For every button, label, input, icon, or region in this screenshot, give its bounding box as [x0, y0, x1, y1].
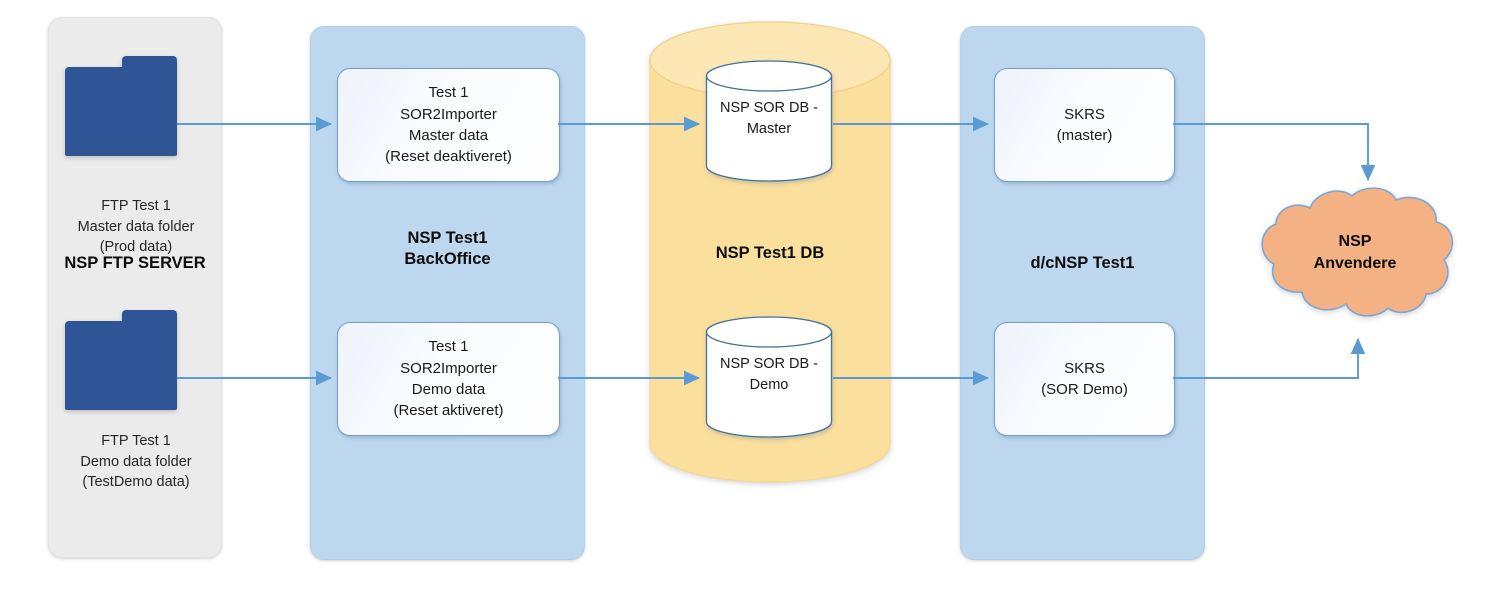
panel-caption-backoffice-line1: NSP Test1	[407, 229, 488, 247]
db-master-line1: NSP SOR DB -	[719, 100, 819, 116]
box-sor2importer-demo-line2: SOR2Importer	[400, 359, 497, 377]
box-sor2importer-master-line2: SOR2Importer	[400, 105, 497, 123]
ftp-folder-master-line2: Master data folder	[77, 218, 195, 235]
box-sor2importer-master-line1: Test 1	[428, 84, 469, 102]
ftp-folder-demo-line3: (TestDemo data)	[82, 474, 190, 491]
box-skrs-master-line1: SKRS	[1064, 105, 1105, 123]
db-demo-line1: NSP SOR DB -	[719, 356, 819, 372]
ftp-folder-demo-caption: FTP Test 1 Demo data folder (TestDemo da…	[36, 431, 236, 493]
db-demo-line2: Demo	[749, 376, 789, 393]
ftp-folder-master-caption: FTP Test 1 Master data folder (Prod data…	[36, 196, 236, 258]
box-skrs-master[interactable]: SKRS (master)	[994, 68, 1175, 182]
folder-icon	[65, 56, 177, 156]
box-sor2importer-demo-line1: Test 1	[428, 338, 469, 356]
box-sor2importer-master-line3: Master data	[408, 127, 489, 144]
box-skrs-demo-line2: (SOR Demo)	[1041, 381, 1128, 398]
box-sor2importer-master-line4: (Reset deaktiveret)	[385, 148, 512, 166]
box-sor2importer-demo-line4: (Reset aktiveret)	[393, 402, 504, 420]
panel-caption-nsp-ftp-server: NSP FTP SERVER	[64, 254, 206, 272]
ftp-folder-master-line3: (Prod data)	[99, 239, 173, 256]
db-master-line2: Master	[746, 120, 792, 137]
cloud-nsp-anvendere[interactable]: NSP Anvendere	[1252, 186, 1458, 319]
ftp-folder-master-line1: FTP Test 1	[101, 198, 171, 214]
box-sor2importer-master[interactable]: Test 1 SOR2Importer Master data (Reset d…	[337, 68, 560, 182]
db-nsp-sor-db-demo[interactable]: NSP SOR DB - Demo	[705, 316, 833, 438]
ftp-folder-demo-line1: FTP Test 1	[101, 433, 171, 449]
db-nsp-sor-db-master[interactable]: NSP SOR DB - Master	[705, 60, 833, 182]
box-skrs-master-line2: (master)	[1056, 127, 1113, 144]
box-skrs-sor-demo[interactable]: SKRS (SOR Demo)	[994, 322, 1175, 436]
panel-caption-nsp-test1-backoffice: NSP Test1 BackOffice	[310, 228, 585, 270]
folder-icon	[65, 310, 177, 410]
panel-caption-backoffice-line2: BackOffice	[404, 250, 491, 269]
panel-caption-dcnsp-test1: d/cNSP Test1	[1030, 254, 1135, 272]
box-skrs-demo-line1: SKRS	[1064, 359, 1105, 377]
box-sor2importer-demo[interactable]: Test 1 SOR2Importer Demo data (Reset akt…	[337, 322, 560, 436]
box-sor2importer-demo-line3: Demo data	[411, 381, 486, 398]
ftp-folder-demo-line2: Demo data folder	[80, 453, 192, 470]
panel-caption-nsp-test1-db: NSP Test1 DB	[715, 244, 825, 262]
